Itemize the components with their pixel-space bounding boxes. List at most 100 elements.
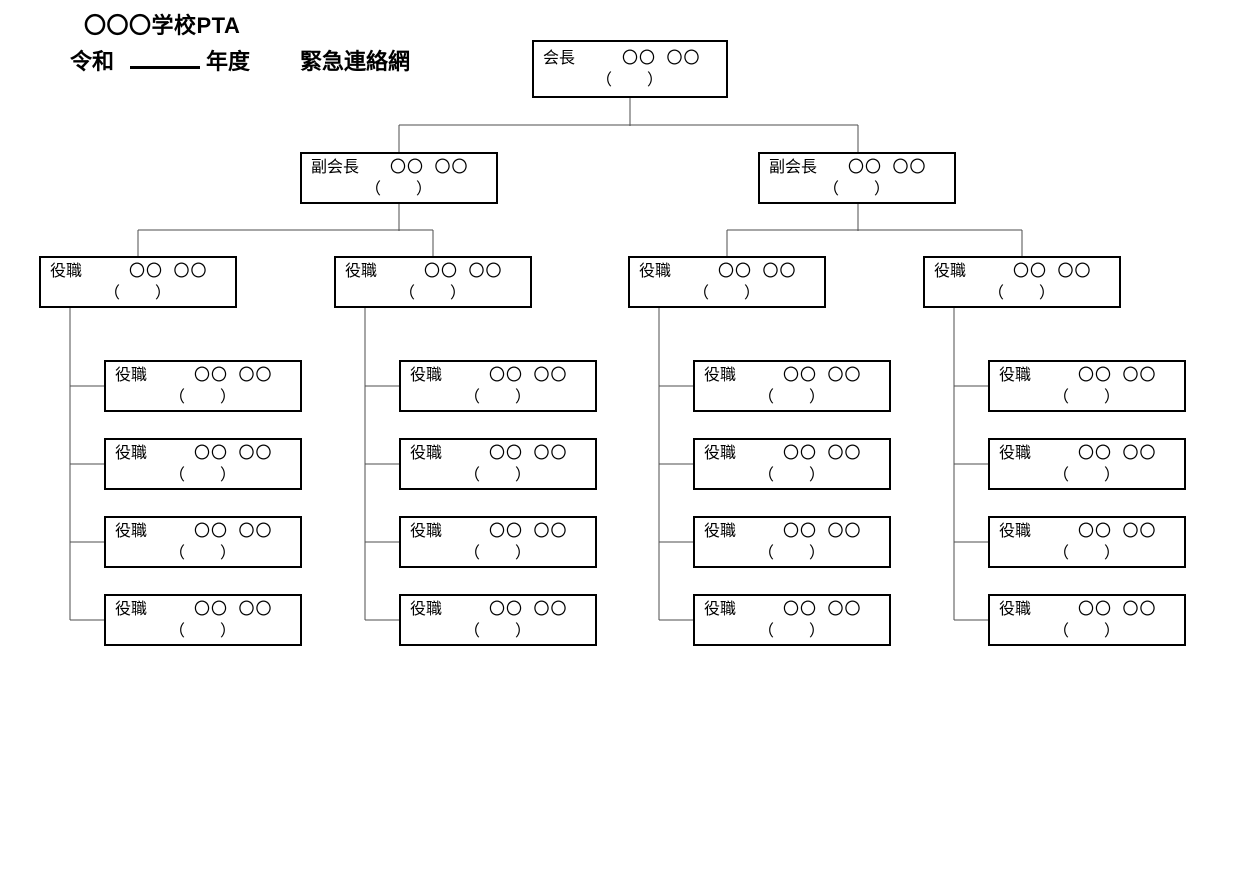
role-label: 役職 (115, 366, 148, 384)
node-member-c4-r1: 役職 〇〇 〇〇 （ ） (988, 360, 1186, 412)
name-placeholder: 〇〇 〇〇 (194, 600, 273, 618)
node-member-c1-r1: 役職 〇〇 〇〇 （ ） (104, 360, 302, 412)
role-label: 会長 (543, 49, 576, 67)
doc-title: 緊急連絡網 (300, 49, 411, 74)
name-placeholder: 〇〇 〇〇 (194, 522, 273, 540)
name-placeholder: 〇〇 〇〇 (424, 262, 503, 280)
role-label: 役職 (410, 522, 443, 540)
role-label: 役職 (999, 444, 1032, 462)
phone-placeholder: （ ） (168, 466, 237, 484)
name-placeholder: 〇〇 〇〇 (390, 158, 469, 176)
role-label: 役職 (115, 600, 148, 618)
role-label: 役職 (345, 262, 378, 280)
node-title-row: 副会長 〇〇 〇〇 (760, 158, 954, 177)
phone-placeholder: （ ） (987, 284, 1056, 302)
node-title-row: 役職 〇〇 〇〇 (106, 600, 300, 619)
phone-placeholder: （ ） (463, 544, 532, 562)
node-member-c3-r1: 役職 〇〇 〇〇 （ ） (693, 360, 891, 412)
phone-placeholder: （ ） (463, 466, 532, 484)
role-label: 役職 (704, 522, 737, 540)
name-placeholder: 〇〇 〇〇 (718, 262, 797, 280)
name-placeholder: 〇〇 〇〇 (783, 522, 862, 540)
node-member-c1-r2: 役職 〇〇 〇〇 （ ） (104, 438, 302, 490)
role-label: 役職 (704, 444, 737, 462)
role-label: 役職 (999, 366, 1032, 384)
node-title-row: 役職 〇〇 〇〇 (106, 522, 300, 541)
role-label: 役職 (115, 444, 148, 462)
node-officer-3: 役職 〇〇 〇〇 （ ） (628, 256, 826, 308)
node-title-row: 役職 〇〇 〇〇 (990, 522, 1184, 541)
node-member-c3-r4: 役職 〇〇 〇〇 （ ） (693, 594, 891, 646)
node-title-row: 役職 〇〇 〇〇 (695, 444, 889, 463)
name-placeholder: 〇〇 〇〇 (1013, 262, 1092, 280)
role-label: 役職 (999, 600, 1032, 618)
node-title-row: 役職 〇〇 〇〇 (990, 600, 1184, 619)
role-label: 役職 (50, 262, 83, 280)
role-label: 役職 (410, 600, 443, 618)
node-title-row: 役職 〇〇 〇〇 (630, 262, 824, 281)
name-placeholder: 〇〇 〇〇 (194, 366, 273, 384)
node-member-c2-r1: 役職 〇〇 〇〇 （ ） (399, 360, 597, 412)
node-title-row: 役職 〇〇 〇〇 (401, 522, 595, 541)
node-title-row: 役職 〇〇 〇〇 (695, 366, 889, 385)
role-label: 役職 (934, 262, 967, 280)
name-placeholder: 〇〇 〇〇 (489, 366, 568, 384)
node-title-row: 役職 〇〇 〇〇 (401, 600, 595, 619)
node-member-c4-r3: 役職 〇〇 〇〇 （ ） (988, 516, 1186, 568)
node-title-row: 役職 〇〇 〇〇 (990, 366, 1184, 385)
node-officer-4: 役職 〇〇 〇〇 （ ） (923, 256, 1121, 308)
node-title-row: 副会長 〇〇 〇〇 (302, 158, 496, 177)
node-member-c2-r4: 役職 〇〇 〇〇 （ ） (399, 594, 597, 646)
phone-placeholder: （ ） (1052, 388, 1121, 406)
node-title-row: 役職 〇〇 〇〇 (401, 366, 595, 385)
name-placeholder: 〇〇 〇〇 (1078, 366, 1157, 384)
phone-placeholder: （ ） (1052, 544, 1121, 562)
phone-placeholder: （ ） (168, 622, 237, 640)
role-label: 役職 (115, 522, 148, 540)
phone-placeholder: （ ） (757, 388, 826, 406)
name-placeholder: 〇〇 〇〇 (489, 522, 568, 540)
name-placeholder: 〇〇 〇〇 (1078, 444, 1157, 462)
role-label: 役職 (639, 262, 672, 280)
node-vice-chairman-1: 副会長 〇〇 〇〇 （ ） (300, 152, 498, 204)
name-placeholder: 〇〇 〇〇 (129, 262, 208, 280)
name-placeholder: 〇〇 〇〇 (783, 366, 862, 384)
role-label: 役職 (999, 522, 1032, 540)
phone-placeholder: （ ） (822, 180, 891, 198)
phone-placeholder: （ ） (692, 284, 761, 302)
name-placeholder: 〇〇 〇〇 (783, 600, 862, 618)
role-label: 役職 (410, 366, 443, 384)
node-member-c2-r2: 役職 〇〇 〇〇 （ ） (399, 438, 597, 490)
year-title-row: 令和 年度 緊急連絡網 (70, 44, 410, 76)
role-label: 役職 (704, 600, 737, 618)
year-suffix-label: 年度 (206, 49, 251, 74)
node-title-row: 役職 〇〇 〇〇 (695, 600, 889, 619)
phone-placeholder: （ ） (757, 544, 826, 562)
name-placeholder: 〇〇 〇〇 (489, 444, 568, 462)
node-officer-1: 役職 〇〇 〇〇 （ ） (39, 256, 237, 308)
role-label: 役職 (704, 366, 737, 384)
node-title-row: 会長 〇〇 〇〇 (534, 49, 726, 68)
node-title-row: 役職 〇〇 〇〇 (925, 262, 1119, 281)
node-member-c4-r2: 役職 〇〇 〇〇 （ ） (988, 438, 1186, 490)
node-title-row: 役職 〇〇 〇〇 (106, 444, 300, 463)
node-title-row: 役職 〇〇 〇〇 (41, 262, 235, 281)
node-title-row: 役職 〇〇 〇〇 (401, 444, 595, 463)
phone-placeholder: （ ） (364, 180, 433, 198)
role-label: 役職 (410, 444, 443, 462)
phone-placeholder: （ ） (463, 622, 532, 640)
node-member-c3-r3: 役職 〇〇 〇〇 （ ） (693, 516, 891, 568)
node-title-row: 役職 〇〇 〇〇 (336, 262, 530, 281)
node-vice-chairman-2: 副会長 〇〇 〇〇 （ ） (758, 152, 956, 204)
name-placeholder: 〇〇 〇〇 (848, 158, 927, 176)
node-member-c1-r3: 役職 〇〇 〇〇 （ ） (104, 516, 302, 568)
name-placeholder: 〇〇 〇〇 (783, 444, 862, 462)
name-placeholder: 〇〇 〇〇 (1078, 522, 1157, 540)
name-placeholder: 〇〇 〇〇 (1078, 600, 1157, 618)
node-member-c1-r4: 役職 〇〇 〇〇 （ ） (104, 594, 302, 646)
era-label: 令和 (70, 49, 115, 74)
phone-placeholder: （ ） (757, 466, 826, 484)
phone-placeholder: （ ） (1052, 622, 1121, 640)
